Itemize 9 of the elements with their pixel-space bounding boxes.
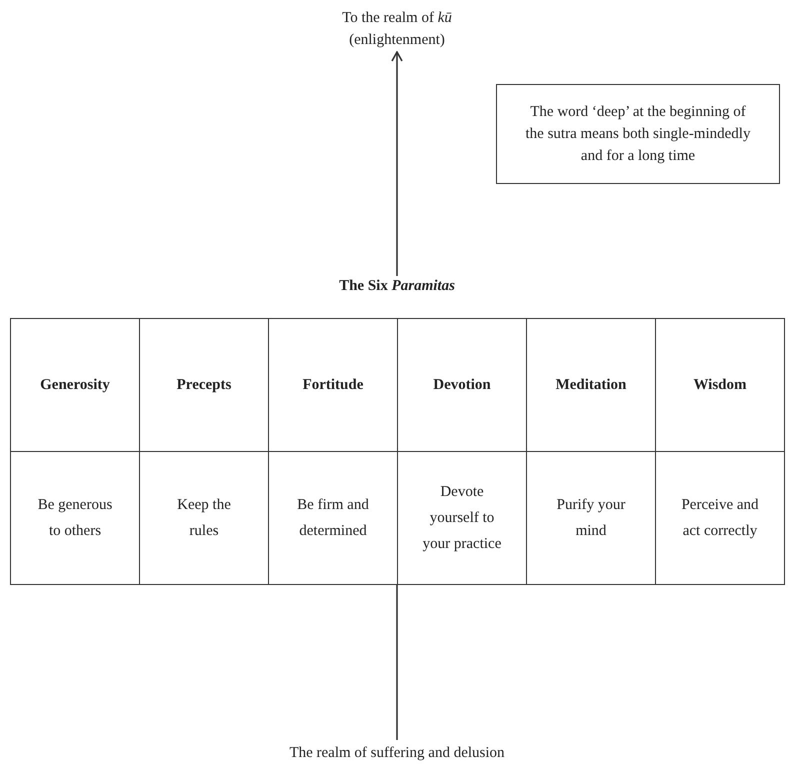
note-box: The word ‘deep’ at the beginning of the sutra means both single-mindedly and for a long time <box>496 84 780 184</box>
caption-text: The realm of suffering and delusion <box>247 740 547 766</box>
header-cell: Wisdom <box>655 318 785 452</box>
table-cell: Perceive and act correctly <box>655 451 785 585</box>
table-cell: Be generous to others <box>10 451 140 585</box>
header-cell: Generosity <box>10 318 140 452</box>
table-title: The Six Paramitas <box>338 277 456 296</box>
caption-text: To the realm of kū (enlightenment) <box>297 6 497 52</box>
arrow <box>391 51 403 276</box>
